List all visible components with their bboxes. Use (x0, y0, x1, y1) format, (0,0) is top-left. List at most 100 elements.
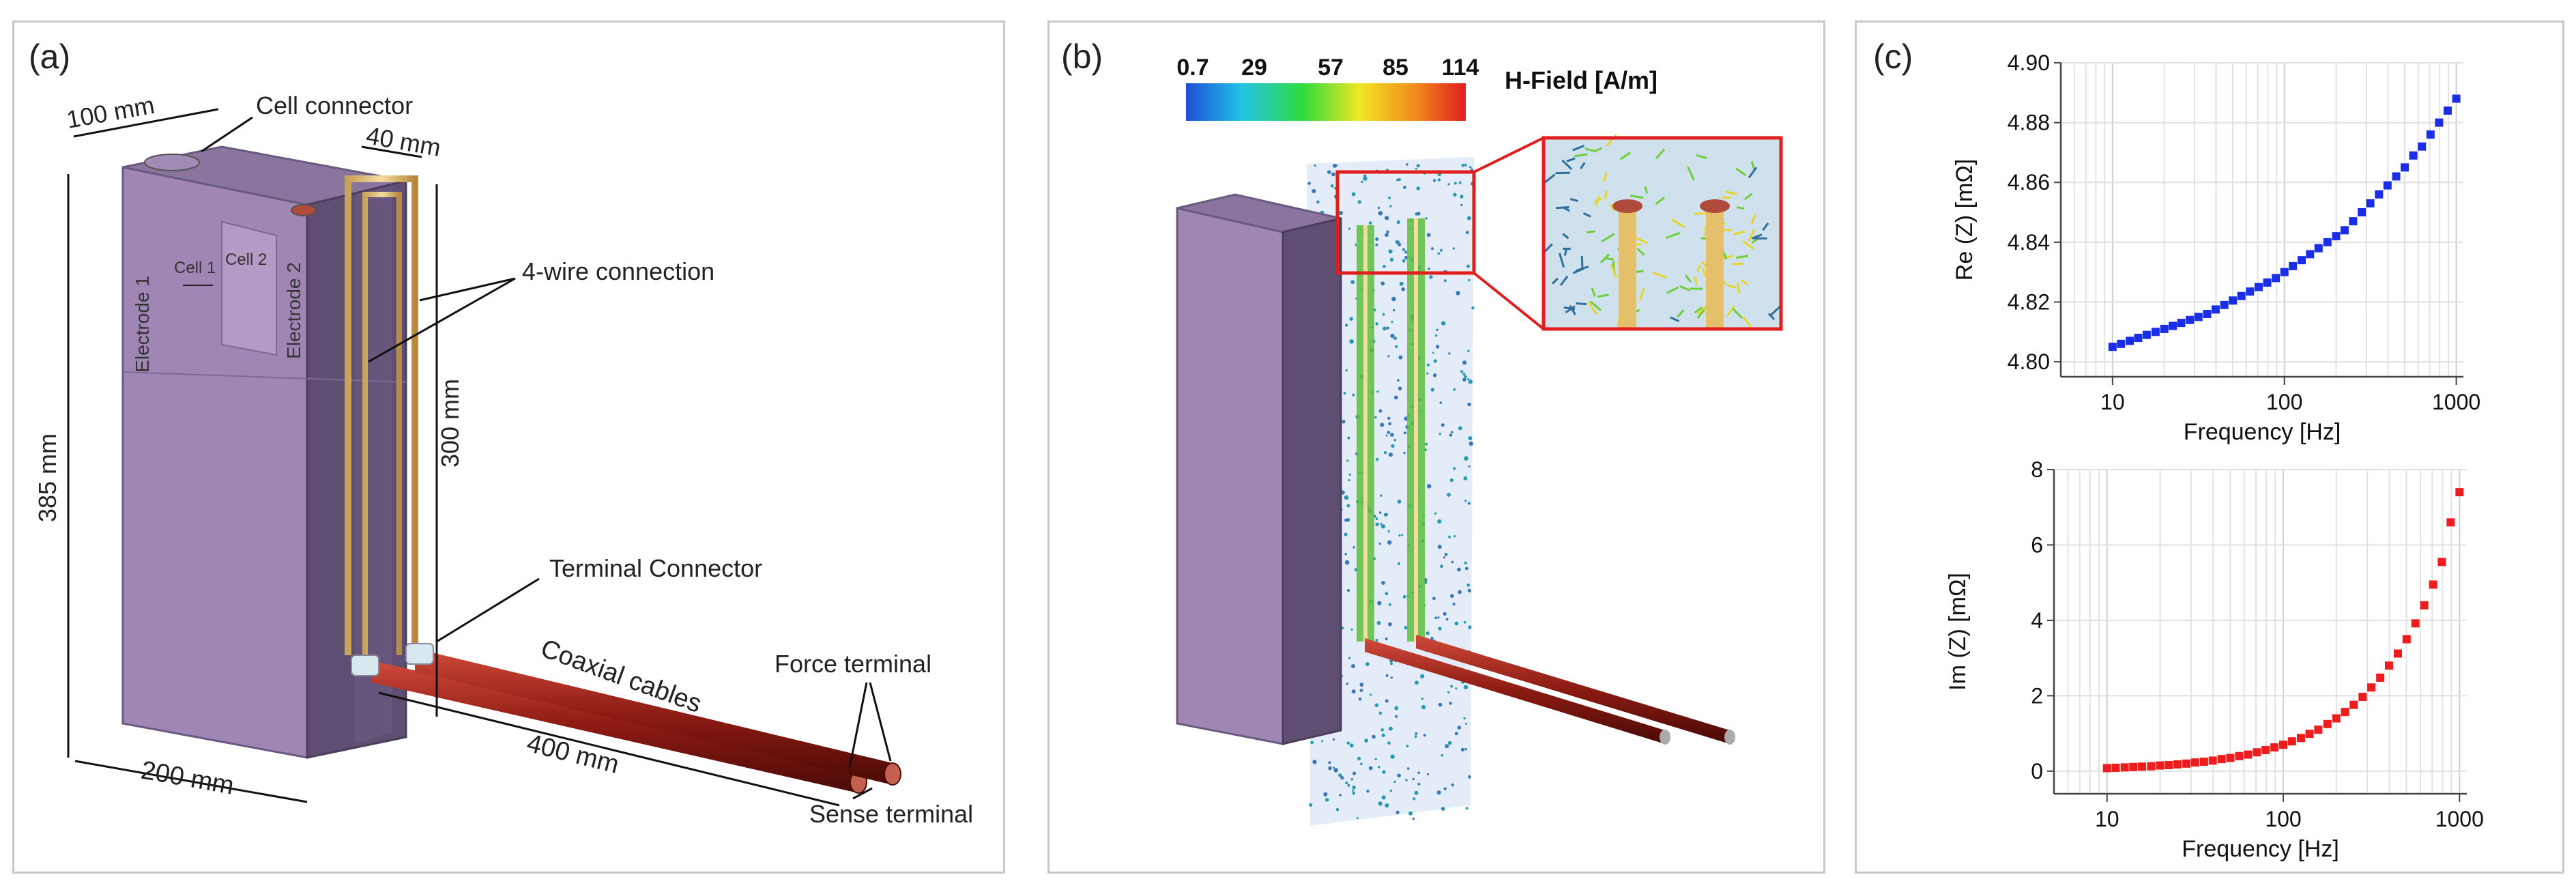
field-vector (1323, 792, 1328, 796)
field-vector (1375, 322, 1379, 326)
field-vector (1465, 231, 1469, 235)
field-vector (1432, 351, 1434, 354)
field-vector (1346, 589, 1350, 592)
data-point (2446, 518, 2455, 527)
field-vector (1383, 451, 1387, 455)
field-vector (1404, 250, 1408, 254)
field-vector (1350, 628, 1353, 631)
dim-300-label: 300 mm (436, 379, 464, 468)
field-vector (1562, 233, 1569, 240)
zoom-connector-top (1473, 137, 1544, 173)
field-vector (1433, 359, 1437, 363)
field-vector (1351, 664, 1355, 668)
field-vector (1750, 214, 1756, 225)
battery-b-side (1282, 217, 1342, 745)
field-vector (1432, 179, 1436, 182)
field-vector (1381, 733, 1385, 737)
field-vector (1356, 817, 1359, 820)
field-vector (1543, 173, 1556, 184)
y-axis-label: Re (Z) [mΩ] (1952, 159, 1978, 281)
field-vector (1464, 375, 1467, 379)
coaxial-cable-upper (415, 648, 893, 785)
dim-line-100 (73, 108, 219, 138)
field-vector (1333, 768, 1338, 773)
field-vector (1390, 676, 1393, 679)
force-terminal-label: Force terminal (775, 650, 931, 678)
field-vector (1762, 222, 1769, 231)
field-vector (1351, 192, 1356, 197)
x-tick-label: 1000 (2432, 390, 2480, 414)
field-vector (1454, 621, 1459, 626)
field-vector (1340, 776, 1344, 780)
data-point (2237, 291, 2246, 300)
field-vector (1394, 706, 1399, 710)
field-vector (1635, 270, 1644, 274)
field-vector (1466, 584, 1471, 587)
field-vector (1447, 183, 1450, 186)
field-vector (1610, 263, 1618, 278)
x-axis-label: Frequency [Hz] (2182, 836, 2339, 862)
field-vector (1593, 147, 1602, 153)
field-vector (1732, 262, 1744, 265)
field-vector (1432, 597, 1436, 601)
field-vector (1390, 754, 1395, 759)
data-point (2437, 558, 2446, 566)
field-vector (1468, 775, 1471, 779)
field-vector (1344, 532, 1348, 536)
data-point (2165, 761, 2173, 770)
field-vector (1460, 203, 1463, 207)
field-vector (1441, 753, 1444, 757)
field-vector (1451, 783, 1454, 787)
field-vector (1434, 512, 1437, 515)
field-vector (1445, 744, 1449, 749)
field-vector (1401, 534, 1404, 536)
x-tick-label: 100 (2266, 390, 2302, 414)
field-vector (1414, 790, 1419, 795)
field-vector (1464, 747, 1468, 751)
field-vector (1378, 409, 1383, 413)
field-vector (1374, 703, 1379, 708)
data-point (2289, 261, 2298, 270)
field-vector (1397, 773, 1401, 778)
field-vector (1345, 369, 1348, 372)
data-point (2244, 750, 2253, 759)
data-point (2235, 751, 2244, 760)
field-vector (1332, 738, 1335, 741)
field-vector (1402, 595, 1406, 599)
field-vector (1312, 760, 1317, 764)
terminal-cap-right (291, 204, 317, 216)
field-vector (1413, 797, 1416, 801)
field-vector (1351, 689, 1356, 694)
field-vector (1468, 441, 1473, 446)
data-point (2367, 683, 2376, 692)
data-point (2409, 151, 2418, 160)
panel-b: (b) 0.7 29 57 85 114 H-Field [A/m] (1061, 38, 1783, 826)
data-point (2190, 758, 2199, 767)
data-point (2217, 755, 2226, 764)
leader-four-wire-2 (368, 277, 516, 363)
field-vector (1696, 264, 1701, 272)
field-vector (1312, 189, 1316, 194)
field-vector (1449, 433, 1453, 437)
data-point (2169, 321, 2177, 330)
data-point (2177, 319, 2186, 328)
field-vector (1385, 216, 1389, 220)
field-vector (1452, 247, 1455, 250)
field-vector (1341, 627, 1344, 630)
field-vector (1665, 231, 1681, 240)
electrode-2-label: Electrode 2 (283, 262, 304, 359)
field-vector (1378, 801, 1383, 806)
data-point (2443, 106, 2452, 115)
data-point (2186, 315, 2195, 324)
field-vector (1443, 787, 1447, 790)
field-vector (1460, 747, 1464, 751)
field-vector (1388, 197, 1391, 199)
field-vector (1309, 803, 1313, 807)
field-vector (1388, 453, 1393, 457)
dim-100-label: 100 mm (64, 91, 156, 134)
field-vector (1467, 402, 1471, 407)
zoom-terminal-left (1612, 199, 1642, 213)
field-vector (1666, 286, 1679, 294)
data-point (2455, 488, 2464, 497)
field-vector (1584, 147, 1595, 152)
